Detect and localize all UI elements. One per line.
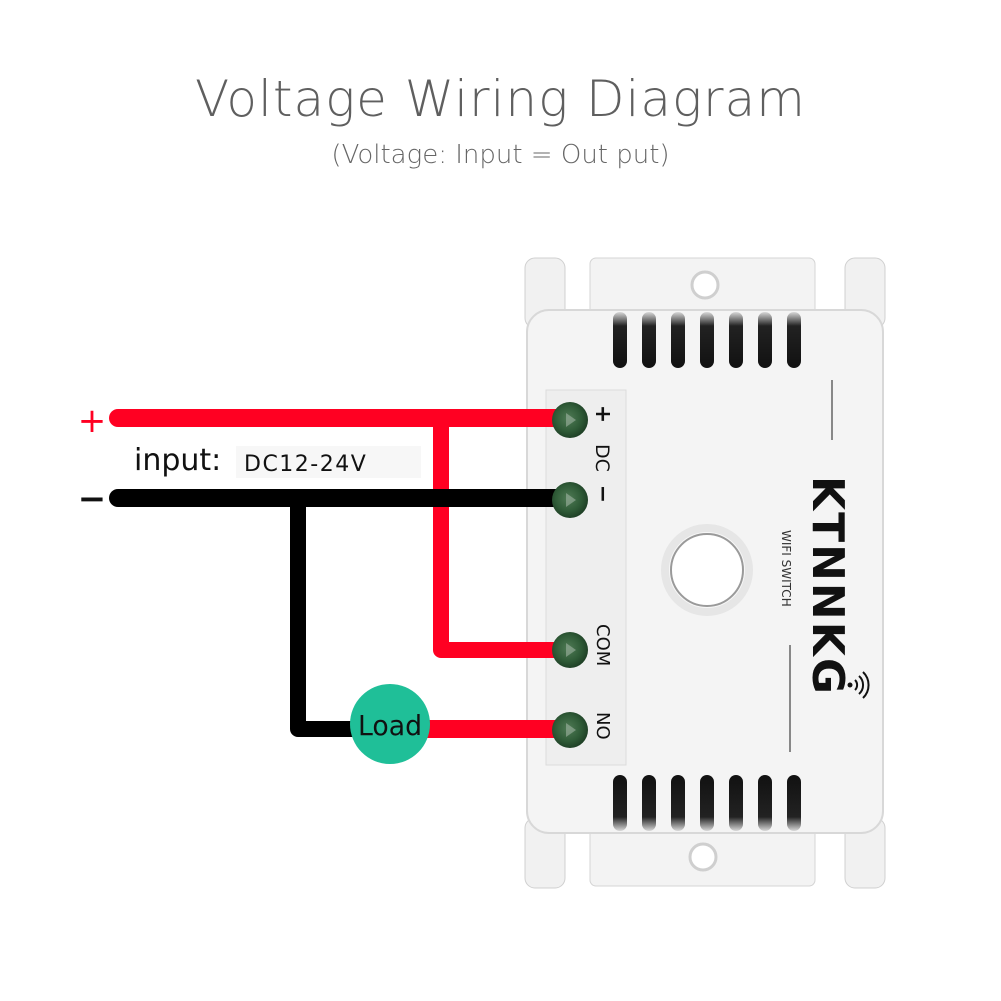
vents-bottom (613, 775, 801, 831)
wifi-switch-device: KTNNKG WIFI SWITCH (524, 257, 886, 889)
terminal-label-no: NO (592, 712, 613, 740)
vent-slot (758, 775, 772, 831)
diagram-title: Voltage Wiring Diagram (195, 70, 806, 128)
terminal-label-dc: DC (591, 444, 613, 472)
model-label: WIFI SWITCH (779, 530, 793, 607)
vent-slot (787, 775, 801, 831)
vent-slot (613, 312, 627, 368)
positive-symbol: + (78, 401, 107, 441)
power-button-ring (670, 533, 744, 607)
input-label: input: (134, 443, 221, 478)
vents-top (613, 312, 801, 368)
terminal-dc-plus (552, 402, 588, 438)
vent-slot (642, 312, 656, 368)
diagram-subtitle: (Voltage: Input = Out put) (331, 140, 670, 170)
load: Load (350, 684, 430, 764)
vent-slot (700, 775, 714, 831)
terminal-com (552, 632, 588, 668)
terminal-label-com: COM (592, 624, 613, 666)
vent-slot (642, 775, 656, 831)
terminal-dc-minus (552, 482, 588, 518)
vent-slot (613, 775, 627, 831)
load-circle (350, 684, 430, 764)
screw-hole-bottom (688, 842, 718, 872)
vent-slot (729, 312, 743, 368)
terminal-label-minus: − (590, 485, 615, 503)
vent-slot (671, 312, 685, 368)
negative-symbol: − (78, 479, 107, 519)
vent-slot (671, 775, 685, 831)
input-value: DC12-24V (244, 452, 367, 477)
vent-slot (758, 312, 772, 368)
vent-slot (700, 312, 714, 368)
terminal-no (552, 712, 588, 748)
screw-hole-top (690, 270, 720, 300)
input-value-bg (236, 446, 421, 478)
brand-logo: KTNNKG (802, 476, 853, 696)
load-label: Load (358, 709, 422, 742)
terminal-label-plus: + (590, 405, 615, 423)
wifi-signal-icon (847, 671, 870, 699)
vent-slot (729, 775, 743, 831)
terminal-strip (545, 389, 627, 766)
vent-slot (787, 312, 801, 368)
